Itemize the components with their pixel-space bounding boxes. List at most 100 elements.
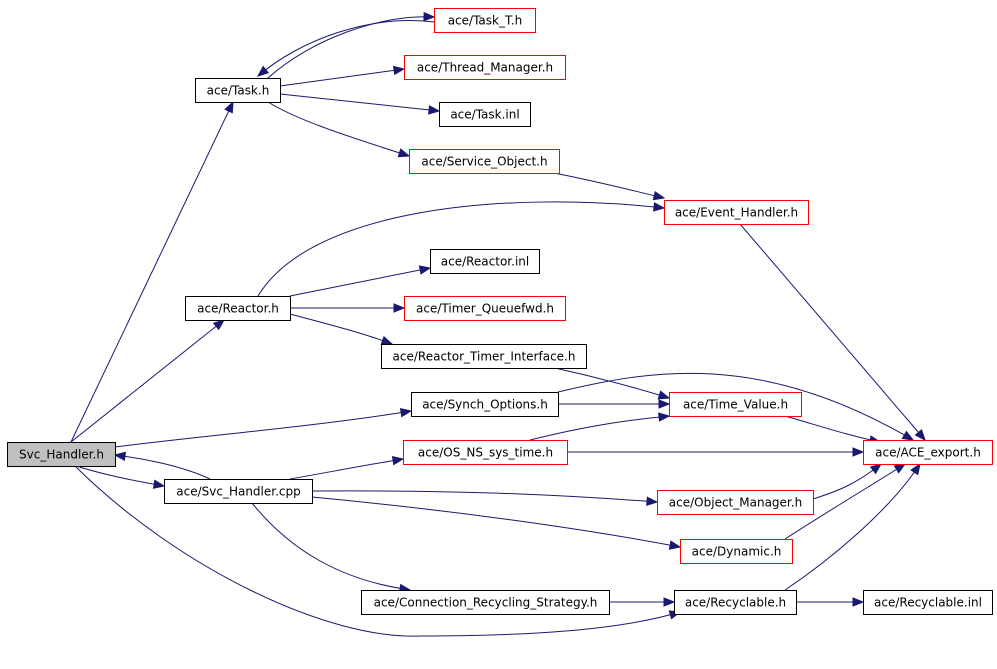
node-box[interactable] bbox=[863, 590, 993, 615]
edge-19-line bbox=[114, 454, 211, 480]
node-box[interactable] bbox=[185, 296, 291, 321]
node-connection-recycling-strategy-h[interactable]: ace/Connection_Recycling_Strategy.h bbox=[361, 590, 610, 615]
edge-16-arrowhead bbox=[901, 430, 915, 441]
node-box[interactable] bbox=[404, 55, 566, 80]
node-box[interactable] bbox=[381, 344, 587, 369]
edge-synch-options-h-to-time-value-h bbox=[558, 399, 671, 409]
edge-object-manager-h-to-ace-export-h bbox=[812, 463, 883, 500]
node-svc-handler-h[interactable]: Svc_Handler.h bbox=[7, 442, 116, 467]
node-box[interactable] bbox=[669, 392, 802, 417]
edge-os-ns-sys-time-h-to-time-value-h bbox=[529, 412, 671, 441]
edge-30-arrowhead bbox=[910, 462, 921, 476]
edge-26-line bbox=[784, 463, 906, 540]
node-box[interactable] bbox=[409, 149, 560, 174]
node-task-t-h[interactable]: ace/Task_T.h bbox=[434, 8, 536, 33]
node-svc-handler-cpp[interactable]: ace/Svc_Handler.cpp bbox=[164, 479, 313, 504]
edge-8-arrowhead bbox=[653, 202, 666, 212]
node-label: ace/Dynamic.h bbox=[692, 545, 782, 559]
node-recyclable-h[interactable]: ace/Recyclable.h bbox=[674, 590, 797, 615]
node-box[interactable] bbox=[361, 590, 610, 615]
edge-5-arrowhead bbox=[397, 148, 411, 158]
edge-27-line bbox=[251, 502, 411, 591]
node-service-object-h[interactable]: ace/Service_Object.h bbox=[409, 149, 560, 174]
node-box[interactable] bbox=[430, 249, 540, 274]
node-box[interactable] bbox=[439, 102, 531, 127]
edge-2-arrowhead bbox=[256, 65, 270, 77]
node-box[interactable] bbox=[674, 590, 797, 615]
node-time-value-h[interactable]: ace/Time_Value.h bbox=[669, 392, 802, 417]
edge-0-line bbox=[70, 101, 234, 443]
edge-21-line bbox=[529, 415, 670, 441]
edge-20-arrowhead bbox=[391, 456, 405, 466]
edge-28-arrowhead bbox=[663, 597, 676, 607]
edge-7-arrowhead bbox=[212, 319, 226, 331]
edge-31-arrowhead bbox=[852, 597, 865, 607]
edge-20-line bbox=[289, 458, 404, 480]
edge-15-arrowhead bbox=[658, 399, 671, 409]
edge-12-line bbox=[554, 367, 670, 399]
edge-reactor-h-to-reactor-inl bbox=[289, 265, 432, 297]
edge-24-line bbox=[812, 463, 882, 500]
node-label: ace/Recyclable.h bbox=[685, 596, 786, 610]
node-label: ace/Service_Object.h bbox=[421, 155, 547, 169]
edge-svc-handler-h-to-task-h bbox=[70, 100, 234, 443]
node-box[interactable] bbox=[195, 78, 281, 103]
edge-14-line bbox=[114, 410, 412, 448]
node-box[interactable] bbox=[863, 440, 993, 465]
edge-connection-recycling-strategy-h-to-recyclable-h bbox=[609, 597, 676, 607]
node-box[interactable] bbox=[7, 442, 116, 467]
node-box[interactable] bbox=[403, 440, 568, 465]
edge-3-line bbox=[279, 68, 405, 87]
node-object-manager-h[interactable]: ace/Object_Manager.h bbox=[657, 490, 814, 515]
edge-reactor-timer-interface-h-to-time-value-h bbox=[554, 367, 671, 400]
edge-21-arrowhead bbox=[658, 412, 671, 422]
edge-7-line bbox=[70, 319, 225, 443]
edge-svc-handler-cpp-to-object-manager-h bbox=[311, 490, 659, 506]
edge-reactor-h-to-reactor-timer-interface-h bbox=[289, 313, 394, 345]
edge-task-t-h-to-task-h bbox=[256, 20, 435, 77]
node-reactor-timer-interface-h[interactable]: ace/Reactor_Timer_Interface.h bbox=[381, 344, 587, 369]
node-label: ace/Event_Handler.h bbox=[675, 206, 798, 220]
node-box[interactable] bbox=[164, 479, 313, 504]
edge-10-arrowhead bbox=[393, 303, 406, 313]
node-label: ace/Task.inl bbox=[450, 108, 519, 122]
node-label: ace/Svc_Handler.cpp bbox=[176, 485, 301, 499]
edge-8-line bbox=[257, 201, 665, 297]
edge-0-arrowhead bbox=[224, 100, 234, 114]
edge-svc-handler-cpp-to-svc-handler-h bbox=[113, 451, 211, 480]
node-box[interactable] bbox=[664, 200, 809, 225]
edge-task-h-to-task-t-h bbox=[267, 11, 436, 79]
node-reactor-h[interactable]: ace/Reactor.h bbox=[185, 296, 291, 321]
node-reactor-inl[interactable]: ace/Reactor.inl bbox=[430, 249, 540, 274]
edge-task-h-to-thread-manager-h bbox=[279, 65, 406, 87]
node-timer-queuefwd-h[interactable]: ace/Timer_Queuefwd.h bbox=[404, 296, 566, 321]
node-box[interactable] bbox=[411, 392, 559, 417]
edge-24-arrowhead bbox=[869, 463, 883, 475]
node-label: ace/Reactor.inl bbox=[441, 255, 529, 269]
edge-9-arrowhead bbox=[418, 265, 432, 275]
node-box[interactable] bbox=[434, 8, 536, 33]
edge-12-arrowhead bbox=[657, 390, 671, 400]
edge-svc-handler-cpp-to-dynamic-h bbox=[311, 496, 682, 550]
edge-svc-handler-cpp-to-os-ns-sys-time-h bbox=[289, 456, 405, 480]
node-dynamic-h[interactable]: ace/Dynamic.h bbox=[680, 539, 793, 564]
node-thread-manager-h[interactable]: ace/Thread_Manager.h bbox=[404, 55, 566, 80]
node-task-inl[interactable]: ace/Task.inl bbox=[439, 102, 531, 127]
node-box[interactable] bbox=[404, 296, 566, 321]
node-synch-options-h[interactable]: ace/Synch_Options.h bbox=[411, 392, 559, 417]
edge-19-arrowhead bbox=[113, 451, 127, 462]
node-box[interactable] bbox=[680, 539, 793, 564]
node-task-h[interactable]: ace/Task.h bbox=[195, 78, 281, 103]
node-ace-export-h[interactable]: ace/ACE_export.h bbox=[863, 440, 993, 465]
edge-14-arrowhead bbox=[399, 408, 413, 418]
node-recyclable-inl[interactable]: ace/Recyclable.inl bbox=[863, 590, 993, 615]
edge-23-arrowhead bbox=[646, 496, 659, 506]
edge-29-line bbox=[74, 465, 681, 637]
edge-4-arrowhead bbox=[428, 105, 441, 115]
edge-17-line bbox=[784, 415, 881, 443]
node-event-handler-h[interactable]: ace/Event_Handler.h bbox=[664, 200, 809, 225]
node-os-ns-sys-time-h[interactable]: ace/OS_NS_sys_time.h bbox=[403, 440, 568, 465]
edge-11-arrowhead bbox=[380, 335, 394, 345]
node-box[interactable] bbox=[657, 490, 814, 515]
